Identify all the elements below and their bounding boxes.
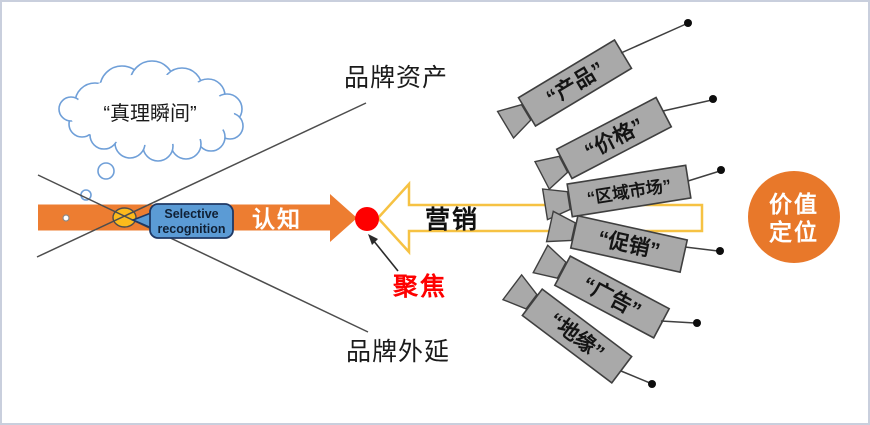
spotlight-needle: [620, 23, 687, 54]
marketing-label: 营销: [425, 206, 479, 234]
spotlight-needle: [620, 370, 651, 384]
needle-dot: [709, 95, 717, 103]
thought-bubble-large: [97, 162, 115, 180]
needle-dot: [716, 247, 724, 255]
needle-dot: [717, 166, 725, 174]
cloud-label: “真理瞬间”: [103, 102, 196, 125]
thought-cloud: “真理瞬间”: [58, 60, 244, 201]
selection-ellipse: [112, 207, 137, 228]
spotlight-body: [569, 214, 689, 274]
needle-dot: [648, 380, 656, 388]
focus-pointer-arrow: [372, 239, 399, 272]
cognition-arrow-head: [330, 194, 357, 242]
spotlight-body: [555, 96, 673, 180]
callout-line1: Selective: [164, 207, 218, 221]
brand-asset-line: [36, 102, 367, 258]
callout-line2: recognition: [157, 222, 225, 236]
spotlight-nozzle: [541, 188, 571, 221]
spotlight-nozzle: [501, 273, 538, 310]
spotlight-nozzle: [496, 103, 532, 140]
value-positioning-bg: [748, 171, 840, 263]
spotlight-needle: [687, 170, 721, 182]
focus-pointer-head: [368, 234, 378, 245]
spotlight-needle: [660, 320, 696, 324]
brand-asset-label: 品牌资产: [344, 64, 448, 92]
needle-dot: [693, 319, 701, 327]
callout-box: [149, 203, 234, 239]
focus-annotation: 聚焦: [368, 234, 447, 301]
focus-label: 聚焦: [392, 272, 447, 301]
spotlight-needle: [662, 99, 713, 112]
brand-extension-label: 品牌外延: [346, 338, 450, 366]
value-positioning-line1: 价值: [769, 191, 819, 217]
bar-dot: [62, 214, 70, 222]
spotlight-body: [521, 288, 633, 384]
value-positioning-circle: 价值 定位: [748, 171, 840, 263]
spotlight-nozzle: [545, 210, 577, 243]
selective-recognition-callout: Selective recognition: [130, 203, 234, 239]
spotlight-regional-market: “区域市场”: [541, 164, 692, 221]
value-positioning-line2: 定位: [769, 219, 819, 245]
cognition-label: 认知: [252, 206, 302, 232]
marketing-arrow-outline: [376, 180, 704, 256]
spotlight-body: [553, 255, 671, 339]
spotlight-needle: [684, 246, 719, 252]
red-focus-dot: [355, 207, 379, 231]
spotlight-body: [517, 38, 633, 128]
marketing-arrow: 营销: [376, 180, 704, 256]
needle-dot: [684, 19, 692, 27]
spotlight-nozzle: [532, 244, 567, 279]
spotlight-price: “价格”: [533, 96, 673, 191]
brand-extension-line: [37, 174, 369, 333]
